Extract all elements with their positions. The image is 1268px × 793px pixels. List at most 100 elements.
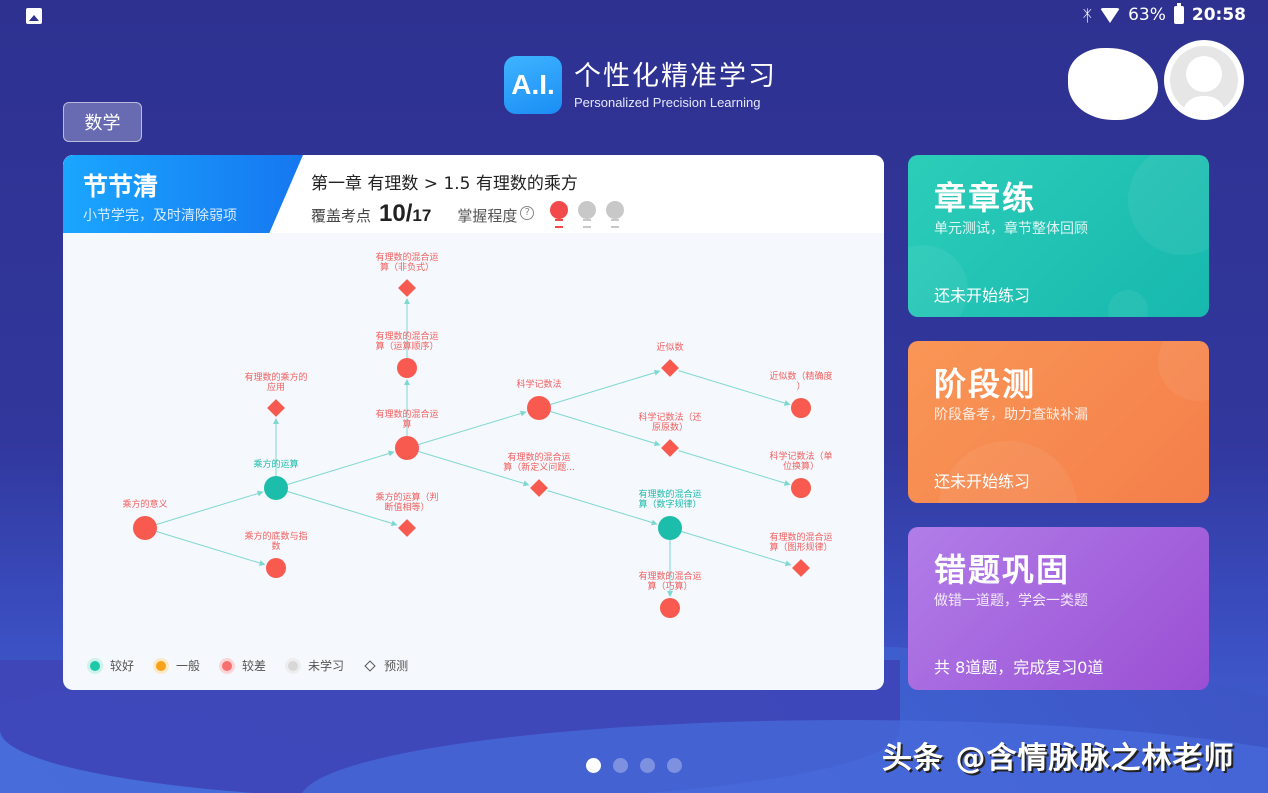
knowledge-node[interactable]	[397, 358, 417, 378]
node-label: 有理数的混合运算	[375, 410, 439, 430]
node-label: 有理数的混合运算（数字规律）	[638, 490, 702, 510]
mistake-review-card[interactable]: 错题巩固 做错一道题，学会一类题 共 8道题，完成复习0道	[908, 527, 1209, 690]
knowledge-graph: 乘方的意义乘方的运算乘方的底数与指数有理数的乘方的应用有理数的混合运算乘方的运算…	[63, 233, 884, 690]
page-indicator	[586, 758, 682, 773]
knowledge-node[interactable]	[660, 598, 680, 618]
node-label: 有理数的混合运算（图形规律）	[769, 533, 833, 553]
bulb-icon	[578, 201, 597, 228]
predicted-node[interactable]	[661, 439, 679, 457]
stage-test-card[interactable]: 阶段测 阶段备考，助力查缺补漏 还未开始练习	[908, 341, 1209, 503]
dot-icon	[288, 660, 299, 671]
node-label: 有理数的混合运算（新定义问题...	[503, 453, 575, 473]
predicted-node[interactable]	[398, 519, 416, 537]
diamond-icon	[364, 659, 376, 672]
breadcrumb: 第一章 有理数 > 1.5 有理数的乘方	[311, 174, 578, 194]
dot-icon	[156, 660, 167, 671]
page-dot-1[interactable]	[586, 758, 601, 773]
predicted-node[interactable]	[398, 279, 416, 297]
node-label: 科学记数法（还原原数）	[638, 413, 702, 433]
graph-edge	[547, 490, 658, 526]
legend-item-unlearned: 未学习	[288, 657, 344, 674]
node-label: 有理数的混合运算（运算顺序）	[375, 332, 439, 352]
coverage-info: 覆盖考点 10/ 17 掌握程度 ?	[311, 197, 625, 228]
legend-item-good: 较好	[90, 657, 134, 674]
page-dot-2[interactable]	[613, 758, 628, 773]
coverage-label: 覆盖考点	[311, 207, 372, 225]
status-bar: ᛡ 63% 20:58	[0, 0, 1268, 34]
graph-edge	[418, 451, 530, 487]
predicted-node[interactable]	[792, 559, 810, 577]
clock: 20:58	[1191, 5, 1246, 25]
knowledge-node[interactable]	[658, 516, 682, 540]
graph-edge	[678, 450, 791, 486]
app-title: 个性化精准学习	[574, 60, 777, 92]
graph-edge	[287, 491, 398, 527]
predicted-node[interactable]	[267, 399, 285, 417]
node-label: 有理数的混合运算（非负式）	[375, 253, 439, 273]
graph-edge	[550, 369, 661, 405]
graph-edge	[550, 411, 661, 447]
mastery-bulbs	[550, 201, 625, 228]
battery-percent: 63%	[1128, 5, 1166, 25]
card-subtitle: 单元测试，章节整体回顾	[934, 221, 1088, 237]
graph-edge	[418, 410, 527, 445]
node-label: 乘方的意义	[122, 500, 168, 510]
coverage-done: 10/	[379, 200, 413, 227]
legend-label: 一般	[176, 659, 201, 673]
knowledge-node[interactable]	[133, 516, 157, 540]
battery-icon	[1173, 3, 1184, 24]
graph-edge	[156, 531, 266, 566]
app-logo: A.I. 个性化精准学习 Personalized Precision Lear…	[504, 56, 777, 114]
node-label: 科学记数法	[516, 380, 562, 390]
node-label: 科学记数法（单位换算）	[769, 452, 833, 472]
section-tag: 节节清 小节学完，及时清除弱项	[63, 155, 303, 233]
subject-selector-button[interactable]: 数学	[63, 102, 142, 142]
legend-label: 较好	[110, 659, 135, 673]
watermark: 头条 @含情脉脉之林老师	[882, 741, 1235, 776]
page-dot-3[interactable]	[640, 758, 655, 773]
card-subtitle: 做错一道题，学会一类题	[934, 593, 1088, 609]
node-label: 乘方的运算（判断值相等）	[375, 493, 439, 513]
graph-edge	[678, 370, 791, 406]
node-label: 近似数（精确度）	[769, 372, 833, 392]
dot-icon	[90, 660, 100, 671]
bluetooth-icon: ᛡ	[1082, 5, 1093, 25]
node-label: 乘方的运算	[253, 460, 299, 470]
knowledge-node[interactable]	[527, 396, 551, 420]
knowledge-node[interactable]	[395, 436, 419, 460]
section-tag-subtitle: 小节学完，及时清除弱项	[83, 208, 237, 224]
gallery-icon	[26, 8, 42, 24]
card-status: 还未开始练习	[934, 286, 1031, 305]
knowledge-node[interactable]	[791, 478, 811, 498]
app-subtitle: Personalized Precision Learning	[574, 94, 761, 110]
section-tag-title: 节节清	[83, 172, 159, 201]
help-icon[interactable]: ?	[520, 206, 535, 220]
knowledge-node[interactable]	[264, 476, 288, 500]
knowledge-node[interactable]	[266, 558, 286, 578]
card-title: 章章练	[934, 179, 1037, 217]
section-practice-card[interactable]: 节节清 小节学完，及时清除弱项 第一章 有理数 > 1.5 有理数的乘方 覆盖考…	[63, 155, 884, 690]
knowledge-node[interactable]	[791, 398, 811, 418]
card-status: 还未开始练习	[934, 472, 1031, 491]
card-header: 节节清 小节学完，及时清除弱项 第一章 有理数 > 1.5 有理数的乘方 覆盖考…	[63, 155, 884, 233]
bulb-icon	[606, 201, 625, 228]
graph-edge	[681, 531, 792, 567]
node-label: 有理数的乘方的应用	[244, 373, 308, 393]
graph-edge	[287, 450, 395, 485]
ai-logo-icon: A.I.	[504, 56, 562, 114]
legend-label: 较差	[242, 659, 267, 673]
predicted-node[interactable]	[661, 359, 679, 377]
graph-edge	[156, 490, 264, 525]
user-icon	[1170, 46, 1238, 114]
card-subtitle: 阶段备考，助力查缺补漏	[934, 407, 1088, 423]
predicted-node[interactable]	[530, 479, 548, 497]
legend: 较好 一般 较差 未学习 预测	[90, 657, 408, 674]
avatar[interactable]	[1164, 40, 1244, 120]
bulb-icon	[550, 201, 569, 228]
chapter-practice-card[interactable]: 章章练 单元测试，章节整体回顾 还未开始练习	[908, 155, 1209, 317]
legend-label: 预测	[384, 659, 409, 673]
node-label: 有理数的混合运算（巧算）	[638, 572, 702, 592]
knowledge-graph-canvas	[133, 279, 811, 618]
page-dot-4[interactable]	[667, 758, 682, 773]
card-status: 共 8道题，完成复习0道	[934, 658, 1104, 677]
